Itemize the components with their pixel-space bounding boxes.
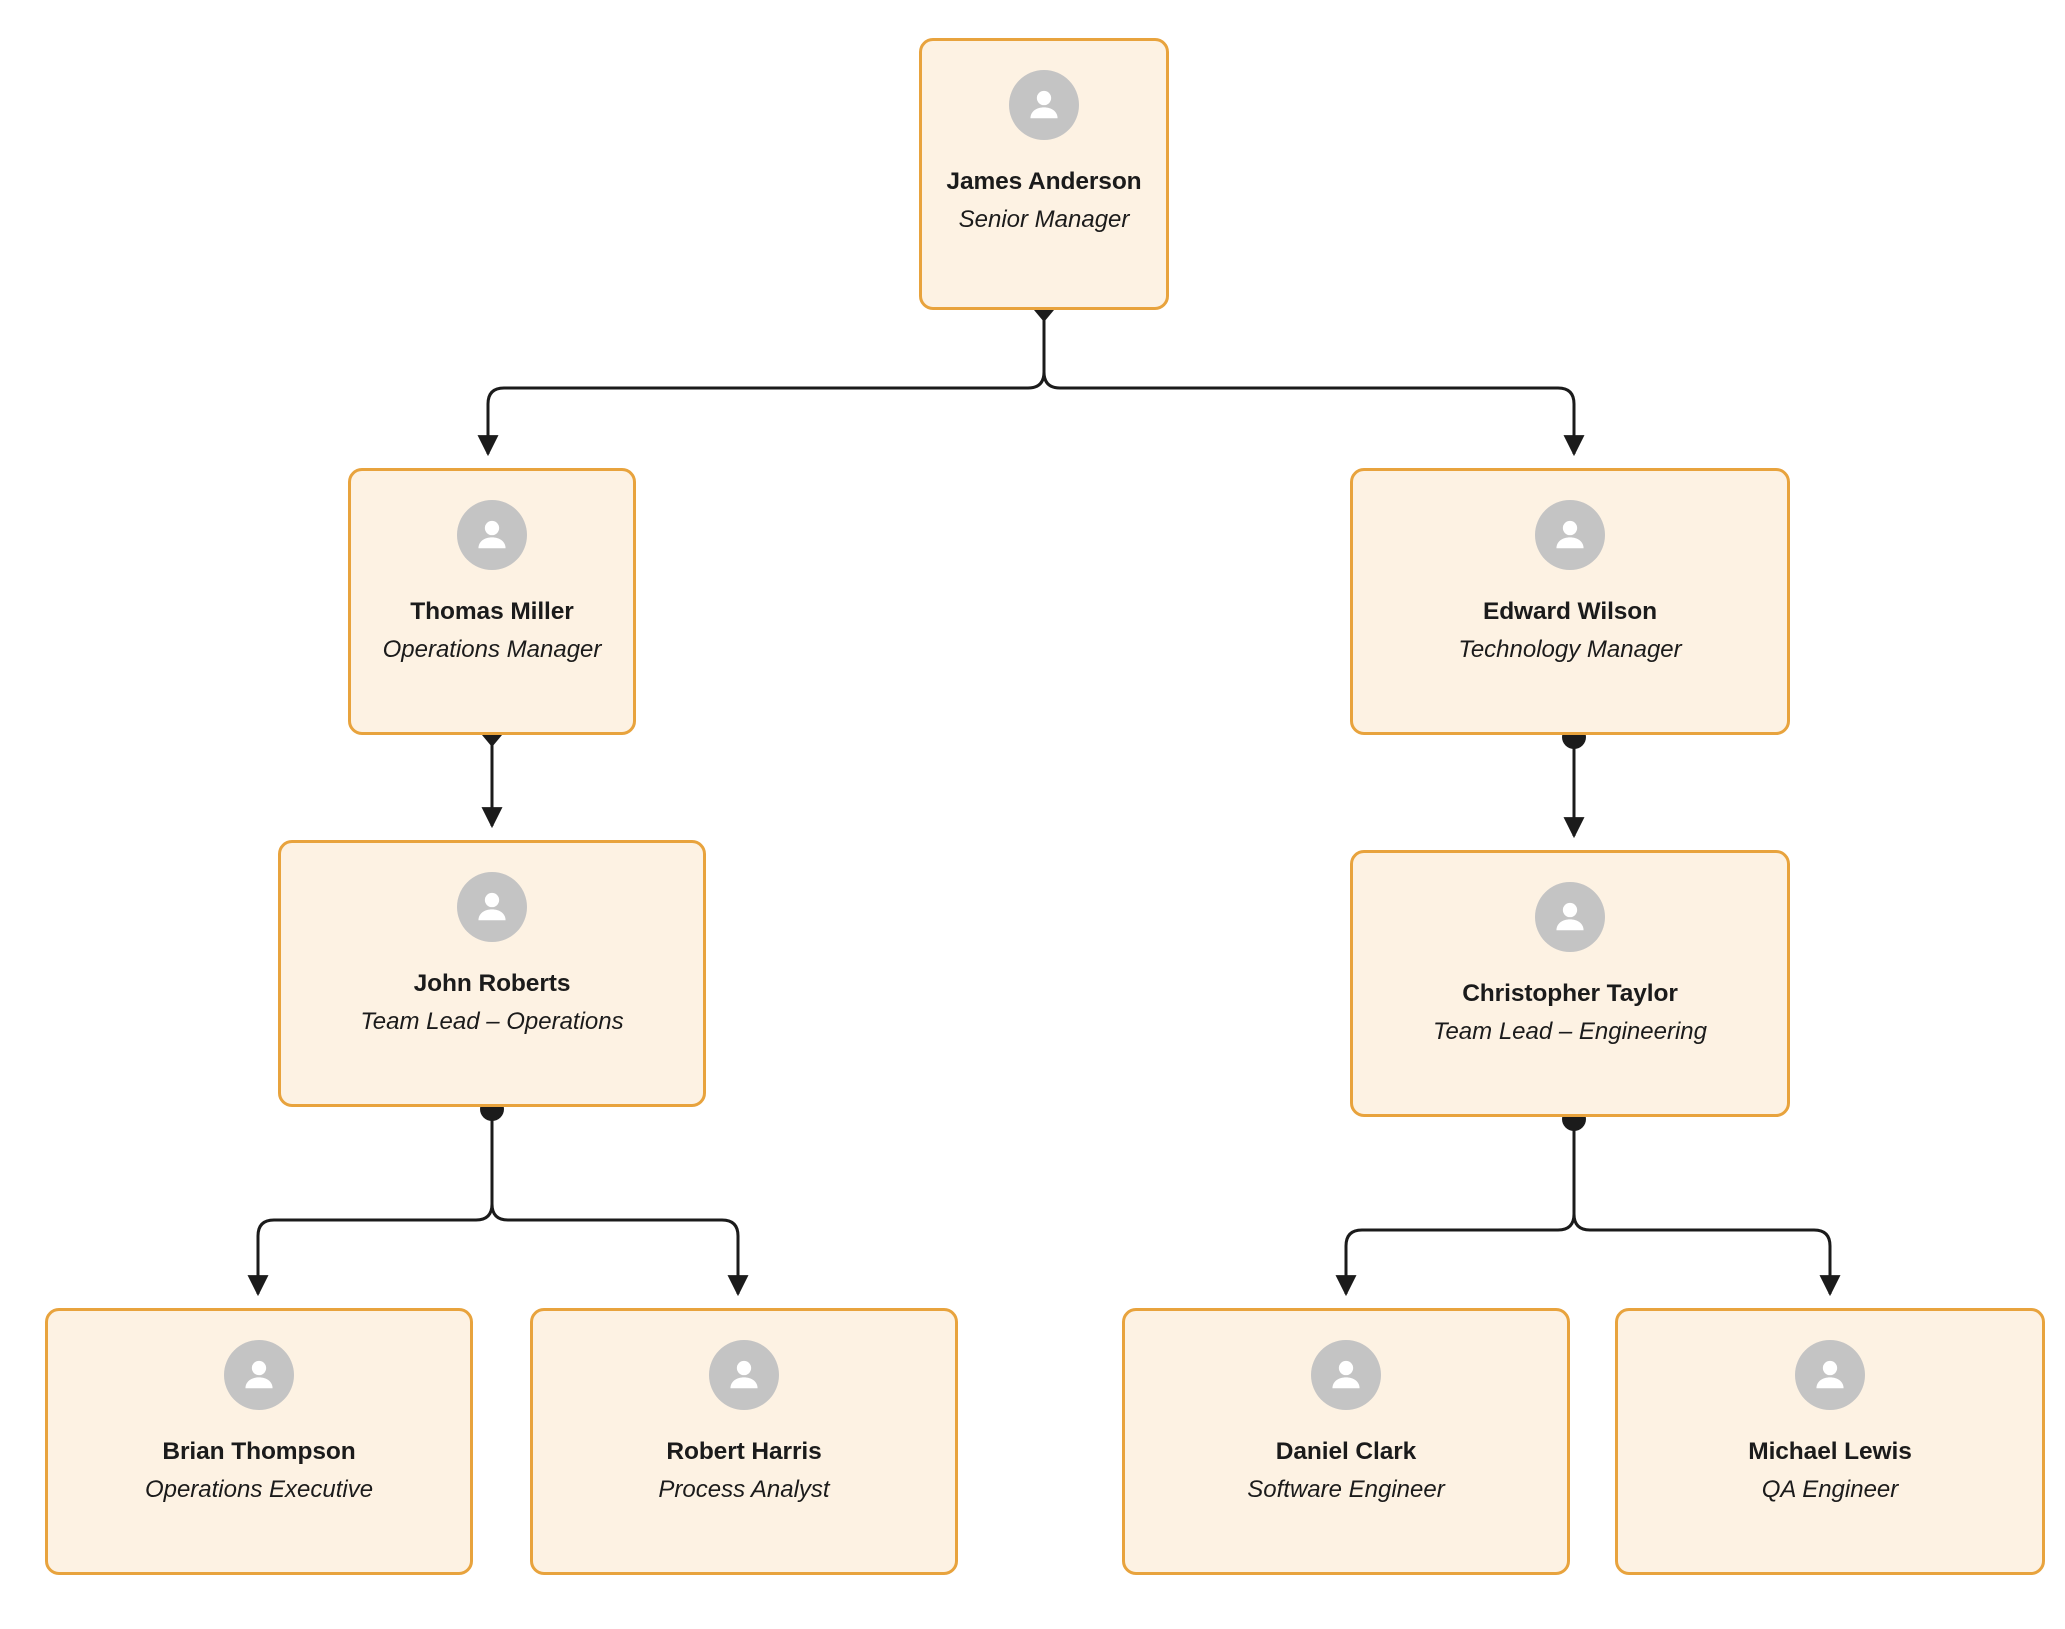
org-node-role: Process Analyst bbox=[658, 1475, 830, 1503]
edge-christopher-to-daniel bbox=[1335, 1119, 1576, 1297]
person-avatar-icon bbox=[1311, 1340, 1381, 1410]
org-node-role: Team Lead – Engineering bbox=[1433, 1017, 1707, 1045]
org-node-role: Operations Manager bbox=[382, 635, 602, 663]
org-node-name: Edward Wilson bbox=[1482, 598, 1658, 625]
source-marker-james bbox=[1034, 310, 1054, 322]
org-node-name: Robert Harris bbox=[666, 1438, 822, 1465]
org-node-role: Software Engineer bbox=[1247, 1475, 1445, 1503]
org-node-role: QA Engineer bbox=[1761, 1475, 1899, 1503]
edge-james-to-edward bbox=[1042, 312, 1585, 457]
org-node-role: Team Lead – Operations bbox=[360, 1007, 624, 1035]
edge-john-to-brian bbox=[247, 1109, 494, 1297]
org-node-role: Operations Executive bbox=[144, 1475, 374, 1503]
person-avatar-icon bbox=[224, 1340, 294, 1410]
source-marker-thomas bbox=[482, 735, 502, 747]
org-node-name: Thomas Miller bbox=[410, 598, 574, 625]
person-avatar-icon bbox=[1795, 1340, 1865, 1410]
org-node-role: Senior Manager bbox=[958, 205, 1130, 233]
person-avatar-icon bbox=[1009, 70, 1079, 140]
org-node-michael-lewis[interactable]: Michael Lewis QA Engineer bbox=[1615, 1308, 2045, 1575]
org-node-name: John Roberts bbox=[413, 970, 571, 997]
org-node-role: Technology Manager bbox=[1458, 635, 1682, 663]
person-avatar-icon bbox=[709, 1340, 779, 1410]
edge-john-to-robert bbox=[490, 1109, 749, 1297]
person-avatar-icon bbox=[457, 872, 527, 942]
person-avatar-icon bbox=[1535, 882, 1605, 952]
person-avatar-icon bbox=[457, 500, 527, 570]
org-node-name: Michael Lewis bbox=[1748, 1438, 1912, 1465]
org-node-name: James Anderson bbox=[946, 168, 1142, 195]
edge-christopher-to-michael bbox=[1572, 1119, 1841, 1297]
org-node-name: Christopher Taylor bbox=[1462, 980, 1678, 1007]
edge-james-to-thomas bbox=[477, 312, 1046, 457]
person-avatar-icon bbox=[1535, 500, 1605, 570]
org-node-name: Daniel Clark bbox=[1275, 1438, 1417, 1465]
org-node-name: Brian Thompson bbox=[162, 1438, 356, 1465]
